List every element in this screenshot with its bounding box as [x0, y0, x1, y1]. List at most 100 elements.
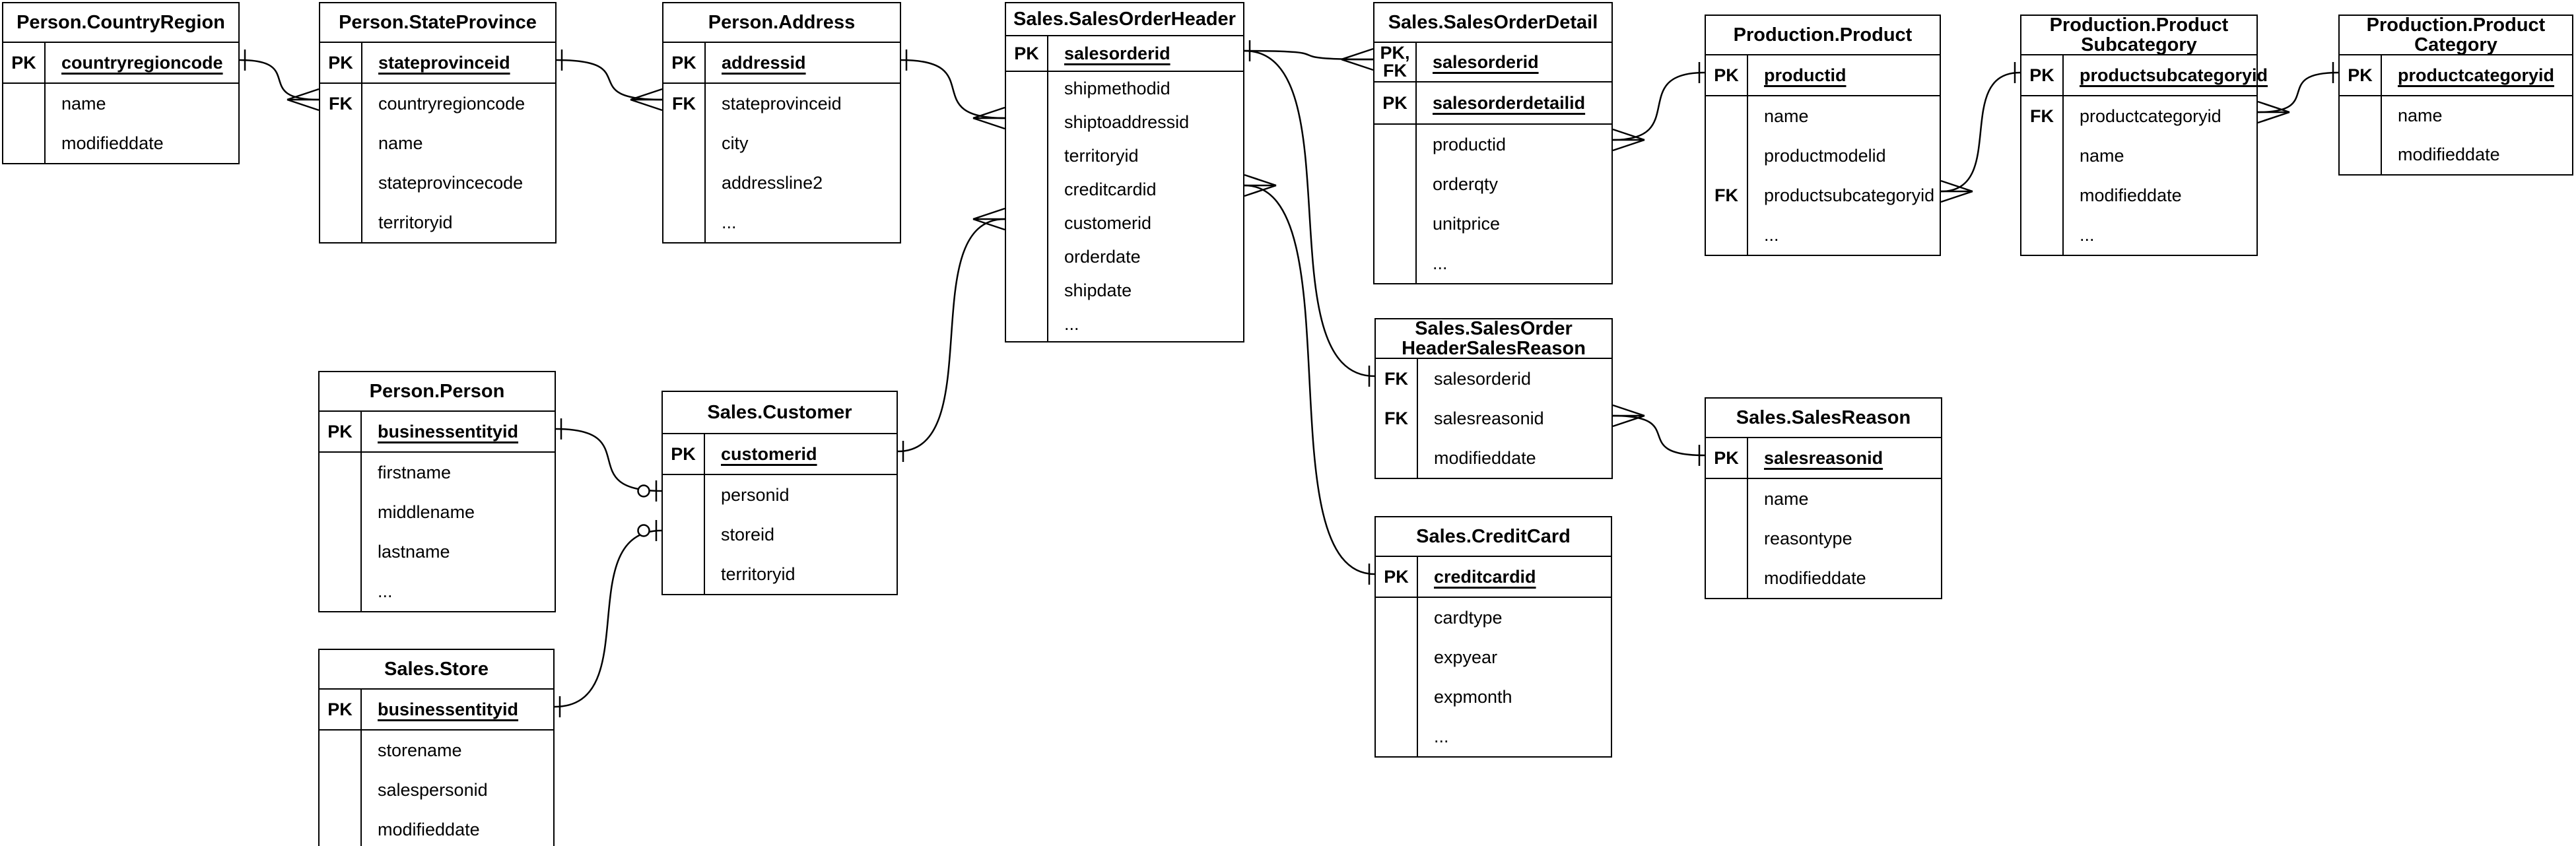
key-label: [1376, 677, 1418, 717]
table-title: Sales.SalesOrder HeaderSalesReason: [1402, 317, 1586, 359]
relationship-store-customer: [554, 529, 662, 708]
key-label: [320, 770, 362, 810]
field-name: ...: [2080, 224, 2095, 245]
relationship-productsubcategory-productcategory: [2257, 71, 2339, 114]
key-label: PK: [2340, 55, 2382, 95]
relationship-address-salesorderheader: [900, 59, 1005, 119]
attribute-row: creditcardid: [1006, 173, 1243, 207]
key-label: PK: [1706, 438, 1748, 478]
field-name: ...: [1064, 314, 1079, 334]
table-title: Sales.SalesOrderDetail: [1388, 11, 1598, 33]
primary-key-field: creditcardid: [1434, 566, 1536, 587]
key-label: FK: [1706, 176, 1748, 215]
relationship-salesorderheader-creditcard: [1244, 184, 1375, 575]
key-label: PK: [320, 412, 362, 451]
primary-key-field: productid: [1764, 65, 1847, 85]
field-name: expmonth: [1434, 686, 1512, 707]
field-name: modifieddate: [2398, 145, 2500, 164]
attribute-row: personid: [663, 475, 897, 515]
attribute-row: ...: [1374, 244, 1611, 283]
key-label: PK: [320, 43, 362, 82]
field-name: city: [722, 133, 749, 153]
key-label: [2021, 215, 2064, 255]
field-name: salesreasonid: [1434, 408, 1544, 428]
key-label: FK: [2021, 96, 2064, 136]
attribute-row: expmonth: [1376, 677, 1611, 717]
field-name: unitprice: [1433, 213, 1501, 234]
field-name: name: [1764, 106, 1809, 126]
key-label: [3, 84, 46, 123]
primary-key-field: salesorderid: [1064, 43, 1170, 63]
key-label: [1006, 308, 1048, 341]
key-label: [663, 163, 706, 203]
field-name: firstname: [378, 462, 452, 482]
attribute-row: customerid: [1006, 207, 1243, 240]
attribute-row: addressline2: [663, 163, 900, 203]
crow-foot-marker: [1341, 58, 1374, 71]
key-label: [1374, 164, 1417, 204]
key-label: PK: [3, 43, 46, 82]
relationship-headersalesreason-salesreason: [1612, 414, 1705, 457]
relationship-salesorderdetail-product: [1612, 71, 1705, 141]
key-label: [1006, 240, 1048, 274]
attribute-row: ...: [1706, 215, 1940, 255]
attribute-row: orderdate: [1006, 240, 1243, 274]
attribute-row: shipmethodid: [1006, 72, 1243, 106]
attribute-row: lastname: [320, 532, 555, 571]
primary-key-field: addressid: [722, 52, 806, 73]
primary-key-field: salesorderdetailid: [1433, 92, 1586, 113]
field-name: shipmethodid: [1064, 79, 1170, 98]
key-label: [1376, 637, 1418, 677]
attribute-row: expyear: [1376, 637, 1611, 677]
attribute-row: reasontype: [1706, 519, 1941, 558]
crow-foot-marker: [630, 88, 663, 101]
table-title: Sales.CreditCard: [1416, 525, 1571, 547]
attribute-row: ...: [1376, 717, 1611, 756]
attribute-row: ...: [320, 571, 555, 611]
zero-one-marker: [637, 484, 650, 498]
field-name: ...: [378, 581, 393, 601]
table-title: Sales.Store: [384, 658, 489, 680]
attribute-row: name: [320, 123, 555, 163]
key-label: PK, FK: [1374, 43, 1417, 81]
relationship-salesorderheader-salesorderdetail: [1244, 49, 1374, 61]
key-label: PK: [1006, 36, 1048, 71]
crow-foot-marker: [1940, 190, 1973, 203]
field-name: shipdate: [1064, 280, 1132, 300]
field-name: name: [1764, 488, 1809, 509]
key-label: [1706, 215, 1748, 255]
attribute-row: territoryid: [320, 203, 555, 242]
key-label: [1006, 106, 1048, 139]
primary-key-field: businessentityid: [378, 699, 519, 719]
relationship-countryregion-stateprovince: [239, 59, 320, 101]
field-name: salespersonid: [378, 779, 488, 800]
key-label: [2340, 96, 2382, 135]
